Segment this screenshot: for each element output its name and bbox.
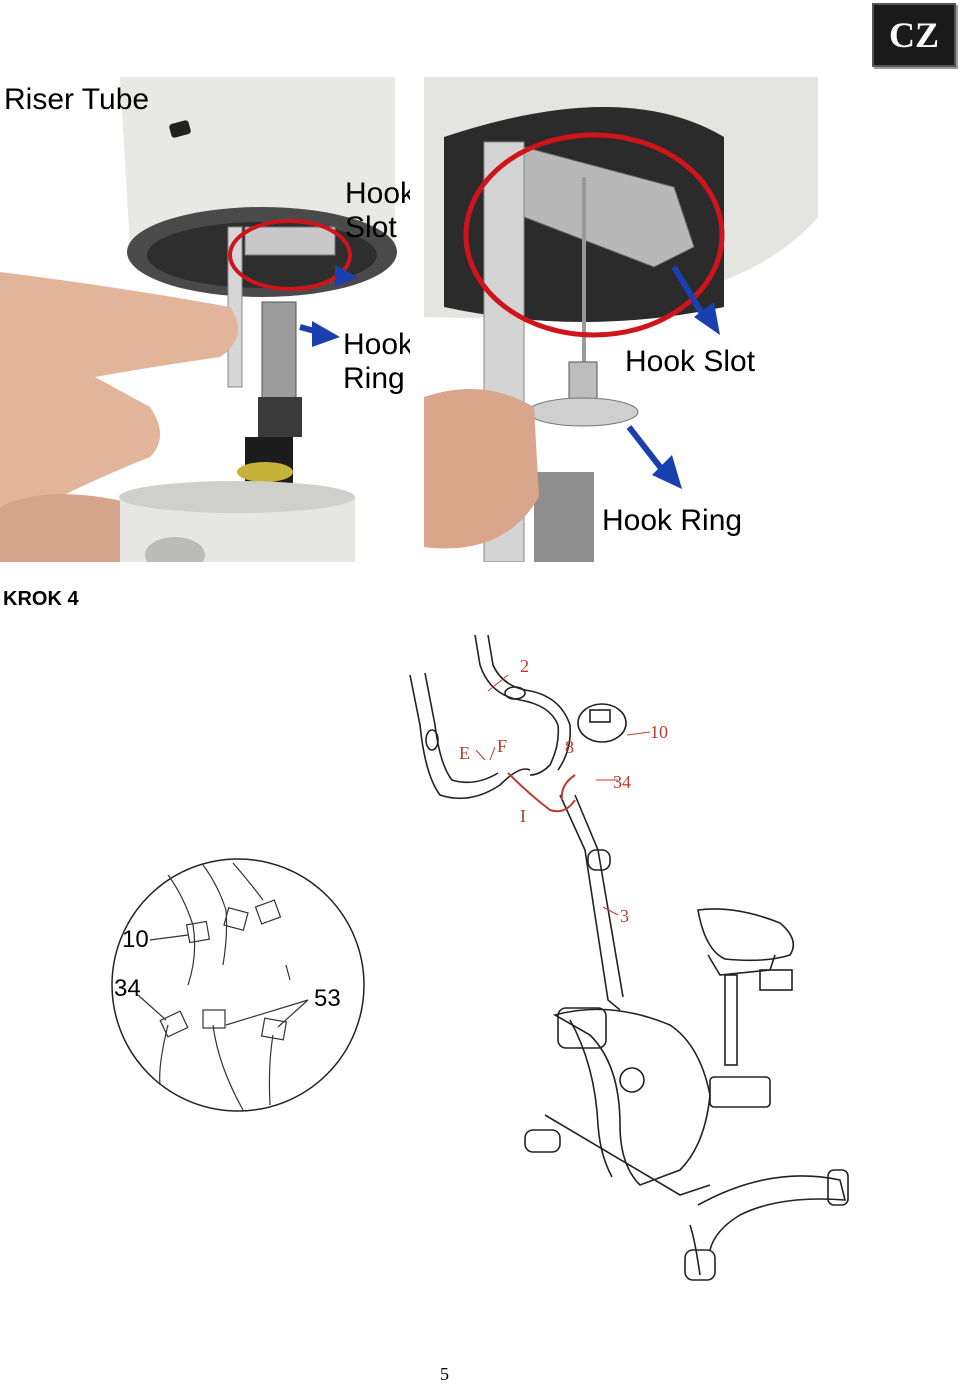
connector-detail-circle	[111, 858, 365, 1112]
language-badge: CZ	[872, 3, 956, 67]
left-label-riser-tube: Riser Tube	[4, 83, 150, 116]
page-number: 5	[440, 1364, 449, 1384]
part-label-34: 34	[613, 772, 631, 792]
detail-label-34: 34	[114, 975, 141, 1002]
part-label-e: E	[459, 743, 470, 763]
part-label-10: 10	[650, 722, 668, 742]
step-title: KROK 4	[3, 588, 79, 610]
part-label-i: I	[520, 806, 526, 826]
left-photo-illustration	[0, 77, 410, 562]
part-label-8: 8	[565, 737, 574, 757]
bike-assembly-diagram	[409, 634, 849, 1281]
right-photo: Hook Slot Hook Ring	[424, 77, 818, 562]
left-photo: Riser Tube Hook Slot Hook Ring	[0, 77, 410, 562]
part-label-3: 3	[620, 906, 629, 926]
left-label-hook-slot: Hook Slot	[345, 177, 410, 244]
part-label-2: 2	[520, 656, 529, 676]
detail-label-53: 53	[314, 985, 341, 1012]
right-photo-illustration	[424, 77, 818, 562]
right-label-hook-ring: Hook Ring	[602, 504, 743, 537]
right-label-hook-slot: Hook Slot	[625, 345, 756, 378]
detail-label-10: 10	[122, 926, 149, 953]
part-label-f: F	[497, 736, 508, 756]
left-label-hook-ring: Hook Ring	[343, 328, 410, 395]
